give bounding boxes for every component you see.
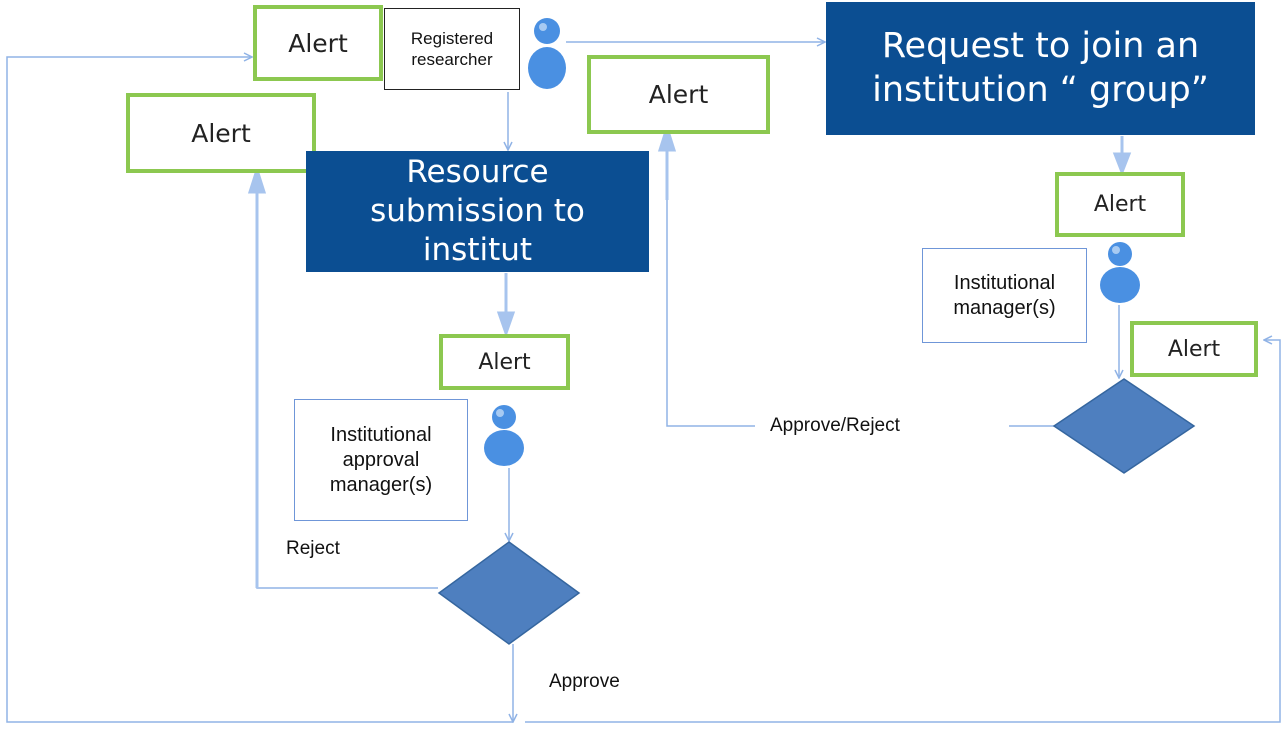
return-line-outer xyxy=(6,57,513,723)
approval-managers-box: Institutional approval manager(s) xyxy=(294,399,468,521)
alert-box-top-2: Alert xyxy=(126,93,316,173)
researcher-person-icon xyxy=(528,18,566,89)
registered-researcher-label: Registered researcher xyxy=(410,28,494,69)
alert-label: Alert xyxy=(648,80,709,109)
approve-reject-label: Approve/Reject xyxy=(770,415,900,436)
alert-label: Alert xyxy=(1167,336,1221,362)
join-decision-diamond xyxy=(1052,378,1196,474)
alert-label: Alert xyxy=(191,118,251,148)
resource-submission-label: Resource submission to institut xyxy=(370,154,585,268)
alert-box-submission: Alert xyxy=(439,334,570,390)
alert-label: Alert xyxy=(478,349,531,375)
approve-label: Approve xyxy=(549,671,620,692)
alert-label: Alert xyxy=(1093,192,1147,217)
approval-manager-person-icon xyxy=(484,405,524,466)
alert-label: Alert xyxy=(288,28,348,58)
institutional-managers-label: Institutional manager(s) xyxy=(953,271,1056,319)
registered-researcher-box: Registered researcher xyxy=(384,8,520,90)
institutional-managers-box: Institutional manager(s) xyxy=(922,248,1087,343)
reject-label: Reject xyxy=(286,538,340,559)
alert-box-join: Alert xyxy=(1055,172,1185,237)
alert-box-top-1: Alert xyxy=(253,5,383,81)
institutional-manager-person-icon xyxy=(1100,242,1140,303)
alert-box-middle: Alert xyxy=(587,55,770,134)
approve-reject-line-left xyxy=(666,150,755,427)
request-join-label: Request to join an institution “ group” xyxy=(872,25,1209,110)
approval-decision-diamond xyxy=(437,541,581,645)
request-join-box: Request to join an institution “ group” xyxy=(826,2,1255,135)
return-line-right xyxy=(525,340,1281,723)
approval-managers-label: Institutional approval manager(s) xyxy=(329,423,433,496)
resource-submission-box: Resource submission to institut xyxy=(306,151,649,272)
alert-box-right: Alert xyxy=(1130,321,1258,377)
